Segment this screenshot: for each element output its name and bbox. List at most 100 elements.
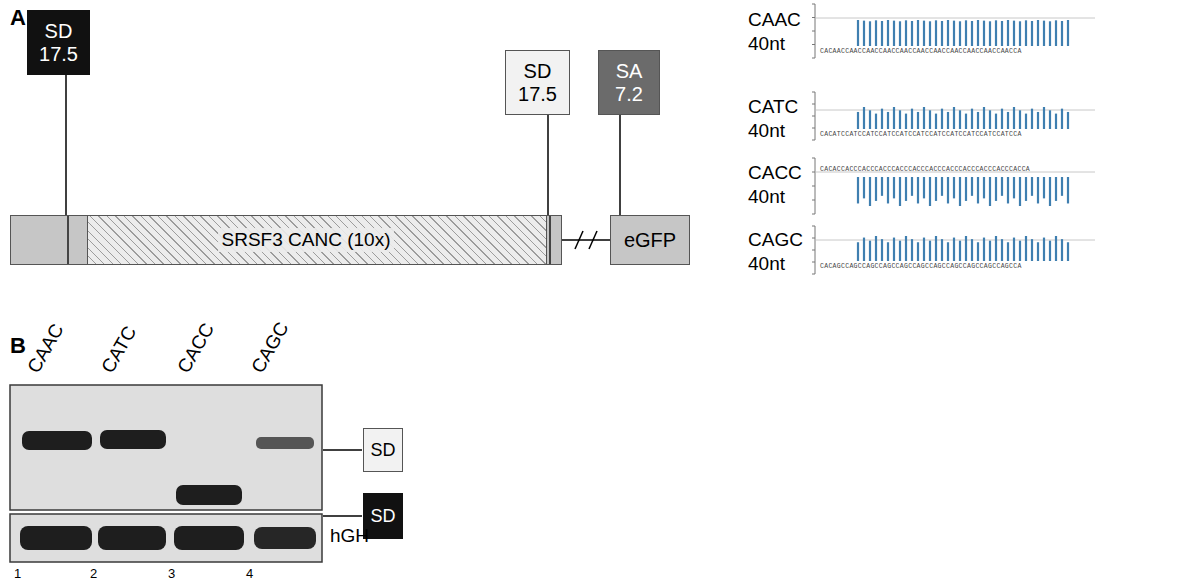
panel-letter: B [10, 334, 26, 358]
trace-name: CACC [748, 163, 802, 184]
trace-peak [893, 177, 895, 198]
trace-peak [881, 239, 883, 261]
trace-peak [875, 20, 877, 46]
trace-peak [875, 114, 877, 129]
trace-peak [887, 20, 889, 46]
trace-peak [1013, 238, 1015, 261]
trace-peak [899, 110, 901, 129]
trace-peak [977, 242, 979, 261]
trace-peak [1037, 177, 1039, 203]
trace-peak [941, 177, 943, 196]
trace-tick [812, 158, 815, 159]
gel-band [100, 430, 166, 449]
trace-peak [1019, 241, 1021, 261]
trace-peak [881, 177, 883, 196]
trace-peak [959, 21, 961, 46]
trace-peak [863, 107, 865, 129]
trace-tick [812, 172, 815, 173]
trace-peak [1049, 21, 1051, 46]
node-text: 17.5 [39, 43, 78, 66]
trace-peak [1013, 21, 1015, 46]
trace-peak [1049, 110, 1051, 129]
gel-band [256, 437, 314, 449]
node-text: SRSF3 CANC (10x) [218, 228, 395, 252]
trace-peak [887, 177, 889, 203]
trace-peak [1007, 112, 1009, 129]
trace-peak [1001, 21, 1003, 46]
trace-peak [923, 177, 925, 198]
gel-panel [10, 385, 322, 510]
trace-peak [899, 177, 901, 206]
trace-peak [935, 236, 937, 261]
trace-peak [947, 177, 949, 203]
trace-peak [983, 107, 985, 129]
trace-peak [1037, 112, 1039, 129]
trace-peak [1061, 239, 1063, 261]
trace-peak [863, 21, 865, 46]
trace-tick [812, 44, 815, 45]
band-label-box: SD [363, 428, 403, 472]
trace-peak [905, 114, 907, 129]
trace-peak [971, 21, 973, 46]
trace-peak [1019, 21, 1021, 46]
trace-peak [881, 21, 883, 46]
trace-peak [1013, 177, 1015, 198]
trace-peak [1067, 112, 1069, 129]
gel-panel [10, 514, 322, 562]
trace-peak [1049, 177, 1051, 206]
break-mark [589, 231, 597, 249]
lane-number: 4 [246, 567, 253, 581]
trace-peak [1019, 177, 1021, 206]
trace-peak [929, 110, 931, 129]
trace-peak [929, 21, 931, 46]
trace-tick [812, 104, 815, 105]
trace-tick [812, 116, 815, 117]
trace-peak [1043, 238, 1045, 261]
node-text: 17.5 [518, 83, 557, 106]
trace-tick [812, 214, 815, 215]
junction-line [67, 216, 69, 264]
trace-peak [971, 239, 973, 261]
trace-peak [953, 177, 955, 198]
trace-tick [812, 200, 815, 201]
trace-peak [863, 177, 865, 198]
trace-peak [929, 241, 931, 261]
trace-peak [893, 107, 895, 129]
node-text: 7.2 [615, 83, 643, 106]
lane-number: 3 [168, 567, 175, 581]
lane-label: CATC [98, 323, 141, 377]
panel-letter: A [10, 6, 26, 30]
trace-peak [923, 238, 925, 261]
trace-peak [911, 21, 913, 46]
trace-peak [899, 241, 901, 261]
trace-peak [983, 21, 985, 46]
trace-peak [899, 21, 901, 46]
trace-peak [965, 114, 967, 129]
junction-line [549, 216, 551, 264]
trace-peak [965, 20, 967, 46]
gel-band [20, 526, 92, 550]
trace-tick [812, 31, 815, 32]
node-text: eGFP [624, 229, 676, 252]
leader-line [323, 515, 362, 517]
sequence-text: CACACCACCCACCCACCCACCCACCCACCCACCCACCCAC… [820, 166, 1030, 173]
trace-length: 40nt [748, 121, 785, 142]
trace-peak [893, 238, 895, 261]
connector-line [65, 75, 67, 215]
trace-peak [995, 20, 997, 46]
trace-peak [953, 107, 955, 129]
trace-peak [869, 177, 871, 206]
trace-peak [1067, 20, 1069, 46]
trace-name: CATC [748, 97, 798, 118]
trace-peak [881, 109, 883, 129]
egfp-box: eGFP [610, 215, 690, 265]
trace-peak [1025, 114, 1027, 129]
trace-peak [917, 112, 919, 129]
trace-peak [989, 241, 991, 261]
trace-peak [977, 20, 979, 46]
trace-peak [953, 238, 955, 261]
lane-number: 2 [90, 567, 97, 581]
trace-peak [1043, 107, 1045, 129]
trace-length: 40nt [748, 34, 785, 55]
